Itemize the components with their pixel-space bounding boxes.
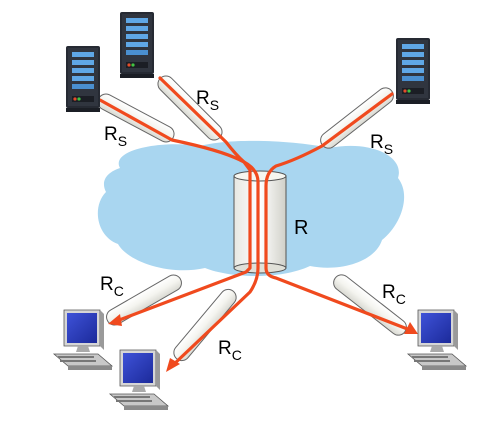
label-rc-right: RC (382, 282, 406, 307)
label-rc-mid: RC (218, 338, 242, 363)
server-icon (396, 38, 430, 104)
flow-line-2 (98, 98, 260, 368)
label-rc-left: RC (100, 274, 124, 299)
core-link-pipe (233, 170, 287, 274)
desktop-computer-icon (407, 309, 467, 371)
label-rs-top: RS (196, 88, 219, 113)
desktop-computer-icon (53, 309, 113, 371)
flow-line-1 (112, 76, 252, 324)
flow-line-3 (264, 92, 412, 332)
label-rs-left: RS (104, 124, 127, 149)
server-icon (120, 12, 154, 78)
arrowhead-left (108, 314, 122, 326)
server-icon (66, 46, 100, 112)
client-link-pipe-left (106, 274, 182, 326)
arrowhead-right (404, 322, 418, 334)
desktop-computer-icon (109, 349, 169, 411)
label-r-core: R (294, 217, 308, 239)
arrowhead-mid (166, 358, 180, 372)
label-rs-right: RS (370, 132, 393, 157)
